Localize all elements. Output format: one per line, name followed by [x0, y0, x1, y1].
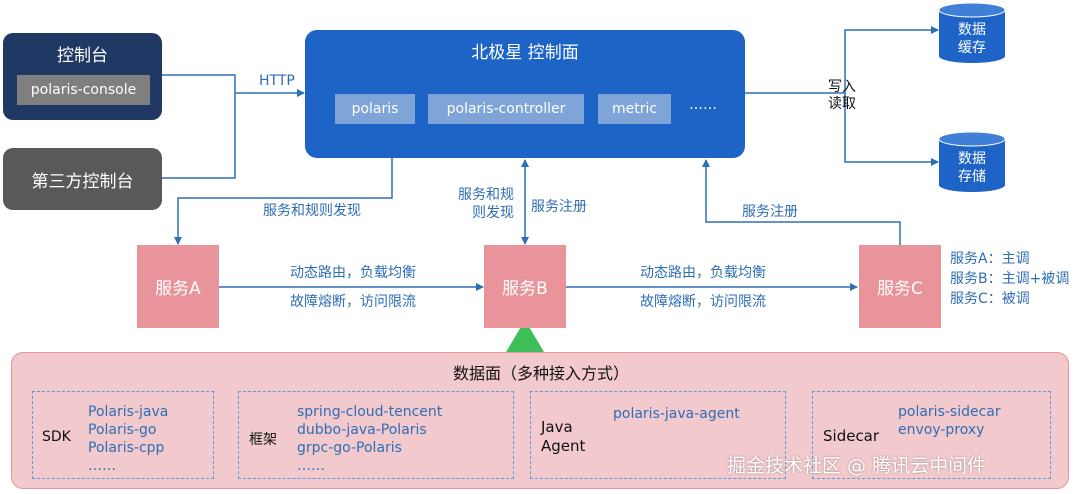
group-framework-label: 框架 [249, 432, 277, 448]
data-store-l2: 存储 [958, 169, 986, 185]
bc-top-label: 动态路由，负载均衡 [640, 265, 766, 281]
data-plane: 数据面（多种接入方式） SDK Polaris-java Polaris-go … [11, 352, 1069, 489]
third-party-link [162, 93, 236, 179]
third-party-box: 第三方控制台 [3, 148, 162, 210]
console-sub: polaris-console [17, 75, 150, 105]
register-b-label: 服务注册 [531, 199, 587, 215]
sdk-item: …… [88, 458, 116, 474]
watermark: 掘金技术社区 @ 腾讯云中间件 [727, 455, 987, 477]
java-agent-item: polaris-java-agent [613, 406, 740, 422]
cp-item-polaris: polaris [335, 94, 415, 124]
group-sidecar: Sidecar polaris-sidecar envoy-proxy [812, 391, 1051, 479]
cp-item-controller: polaris-controller [428, 94, 584, 124]
discovery-a-label: 服务和规则发现 [263, 203, 361, 219]
data-cache-db: 数据 缓存 [938, 2, 1006, 64]
data-plane-pointer [506, 320, 544, 352]
discovery-b-label-1: 服务和规 [458, 187, 514, 203]
service-a: 服务A [137, 245, 219, 328]
cylinder-icon [938, 2, 1006, 63]
group-sdk-label: SDK [42, 429, 71, 445]
role-b: 服务B：主调+被调 [950, 271, 1070, 287]
write-label: 写入 [828, 79, 856, 95]
bc-bottom-label: 故障熔断，访问限流 [640, 294, 766, 310]
cylinder-icon [938, 131, 1006, 192]
sdk-item: Polaris-go [88, 422, 157, 438]
sdk-item: Polaris-cpp [88, 440, 165, 456]
data-store-l1: 数据 [958, 151, 986, 167]
group-sidecar-label: Sidecar [823, 427, 880, 445]
group-java-agent: Java Agent polaris-java-agent [530, 391, 786, 479]
role-c: 服务C：被调 [950, 291, 1030, 307]
group-java-agent-label-1: Java [541, 418, 573, 436]
framework-item: dubbo-java-Polaris [297, 422, 427, 438]
group-java-agent-label-2: Agent [541, 437, 586, 455]
framework-item: spring-cloud-tencent [297, 404, 443, 420]
register-c-label: 服务注册 [742, 204, 798, 220]
read-label: 读取 [828, 96, 856, 112]
data-store-db: 数据 存储 [938, 131, 1006, 193]
group-framework: 框架 spring-cloud-tencent dubbo-java-Polar… [238, 391, 514, 479]
role-a: 服务A：主调 [950, 251, 1030, 267]
control-plane-title: 北极星 控制面 [471, 42, 579, 63]
store-arrow [844, 93, 939, 166]
console-box: 控制台 polaris-console [3, 33, 162, 120]
ab-bottom-label: 故障熔断，访问限流 [290, 294, 416, 310]
control-plane: 北极星 控制面 polaris polaris-controller metri… [305, 30, 745, 158]
discovery-a-arrow [174, 158, 393, 245]
data-cache-l1: 数据 [958, 22, 986, 38]
cp-item-metric: metric [598, 94, 671, 124]
discovery-b-label-2: 则发现 [472, 205, 514, 221]
cp-item-more: …… [689, 97, 717, 113]
sidecar-item: envoy-proxy [898, 422, 985, 438]
service-c: 服务C [859, 245, 941, 328]
framework-item: grpc-go-Polaris [297, 440, 402, 456]
framework-item: …… [297, 458, 325, 474]
register-c-arrow [702, 159, 901, 245]
console-title: 控制台 [57, 45, 108, 66]
http-label: HTTP [259, 73, 295, 89]
sdk-item: Polaris-java [88, 404, 169, 420]
data-plane-title: 数据面（多种接入方式） [452, 364, 629, 383]
data-cache-l2: 缓存 [958, 40, 986, 56]
sidecar-item: polaris-sidecar [898, 404, 1001, 420]
ab-top-label: 动态路由，负载均衡 [290, 265, 416, 281]
group-sdk: SDK Polaris-java Polaris-go Polaris-cpp … [32, 391, 214, 479]
console-link [162, 74, 236, 93]
service-b: 服务B [484, 245, 566, 328]
cache-arrow [844, 26, 939, 93]
